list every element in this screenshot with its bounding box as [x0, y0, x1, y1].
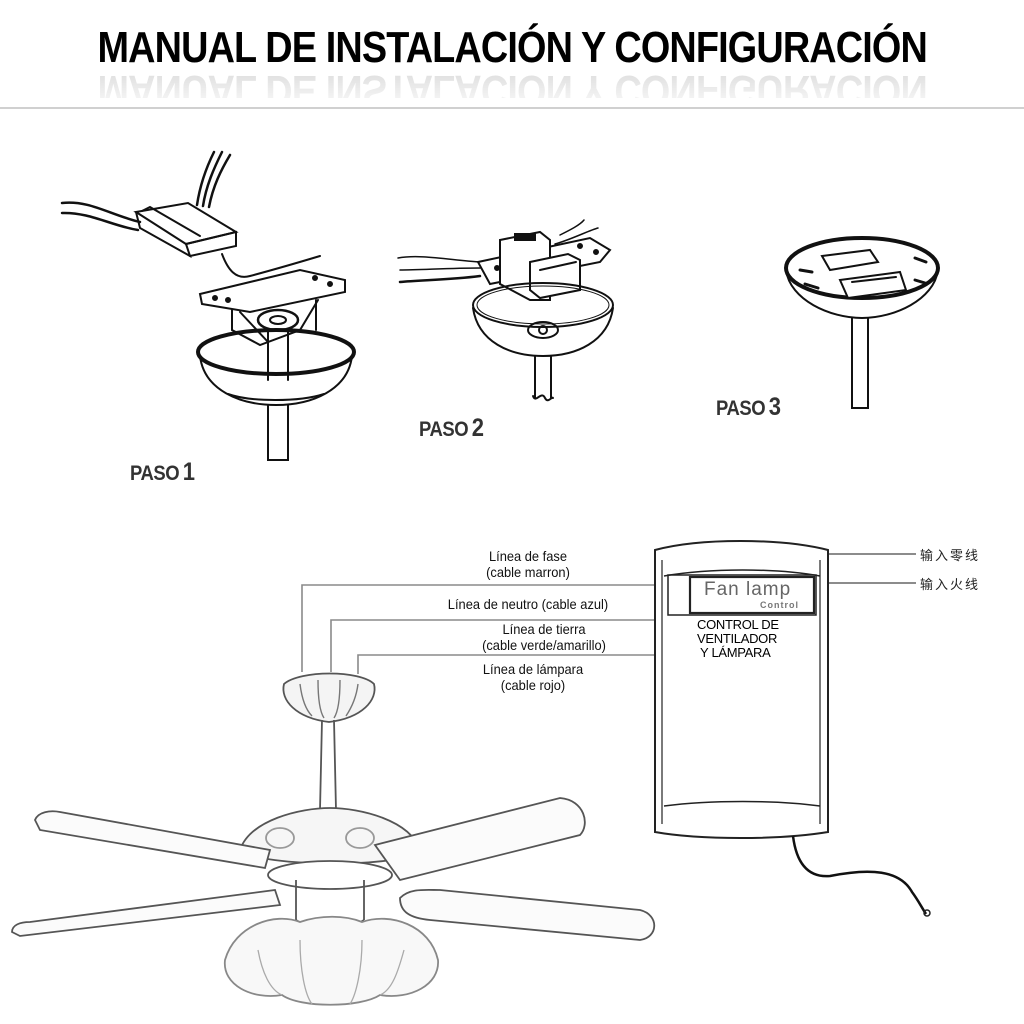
wire-earth	[357, 654, 656, 674]
step1-number: 1	[182, 458, 195, 486]
wire-neutral	[330, 619, 656, 672]
wire-label-neutral-line1: Línea de neutro (cable azul)	[447, 596, 609, 612]
controller-label-line3: Y LÁMPARA	[700, 645, 771, 660]
controller-label-line2: VENTILADOR	[697, 631, 778, 646]
wiring-lines	[301, 584, 656, 674]
step2-number: 2	[471, 414, 484, 442]
controller-input-lines	[829, 553, 916, 584]
wire-label-phase-line2: (cable marron)	[486, 564, 570, 580]
wire-label-neutral: Línea de neutro (cable azul)	[427, 596, 629, 612]
step2-text: PASO	[419, 418, 469, 441]
input-live-label: 输入火线	[920, 578, 981, 593]
header-divider	[0, 107, 1024, 109]
controller-label: CONTROL DE VENTILADOR Y LÁMPARA	[697, 618, 779, 660]
input-neutral-label: 输入零线	[920, 549, 981, 564]
step3-text: PASO	[716, 397, 766, 420]
wire-label-phase: Línea de fase (cable marron)	[473, 548, 583, 580]
wire-label-earth: Línea de tierra (cable verde/amarillo)	[470, 621, 617, 653]
wire-label-lamp: Línea de lámpara (cable rojo)	[473, 661, 593, 693]
wire-label-earth-line2: (cable verde/amarillo)	[482, 637, 606, 653]
title-container: MANUAL DE INSTALACIÓN Y CONFIGURACIÓN	[0, 24, 1024, 72]
wire-label-lamp-line2: (cable rojo)	[500, 677, 566, 693]
controller-screen-title: Fan lamp	[704, 579, 792, 600]
step1-text: PASO	[130, 462, 180, 485]
step2-illustration	[397, 219, 614, 402]
step1-illustration	[60, 150, 356, 461]
controller-screen-subtitle: Control	[760, 600, 799, 610]
wire-phase	[301, 584, 656, 672]
controller-box	[654, 540, 931, 917]
controller-label-line1: CONTROL DE	[697, 617, 779, 632]
page-title: MANUAL DE INSTALACIÓN Y CONFIGURACIÓN	[97, 23, 927, 72]
step3-illustration	[784, 236, 940, 409]
wire-label-earth-line1: Línea de tierra	[502, 621, 586, 637]
step3-number: 3	[768, 393, 781, 421]
ceiling-fan-illustration	[11, 672, 656, 1006]
wire-label-phase-line1: Línea de fase	[488, 548, 568, 564]
wire-label-lamp-line1: Línea de lámpara	[482, 661, 584, 677]
